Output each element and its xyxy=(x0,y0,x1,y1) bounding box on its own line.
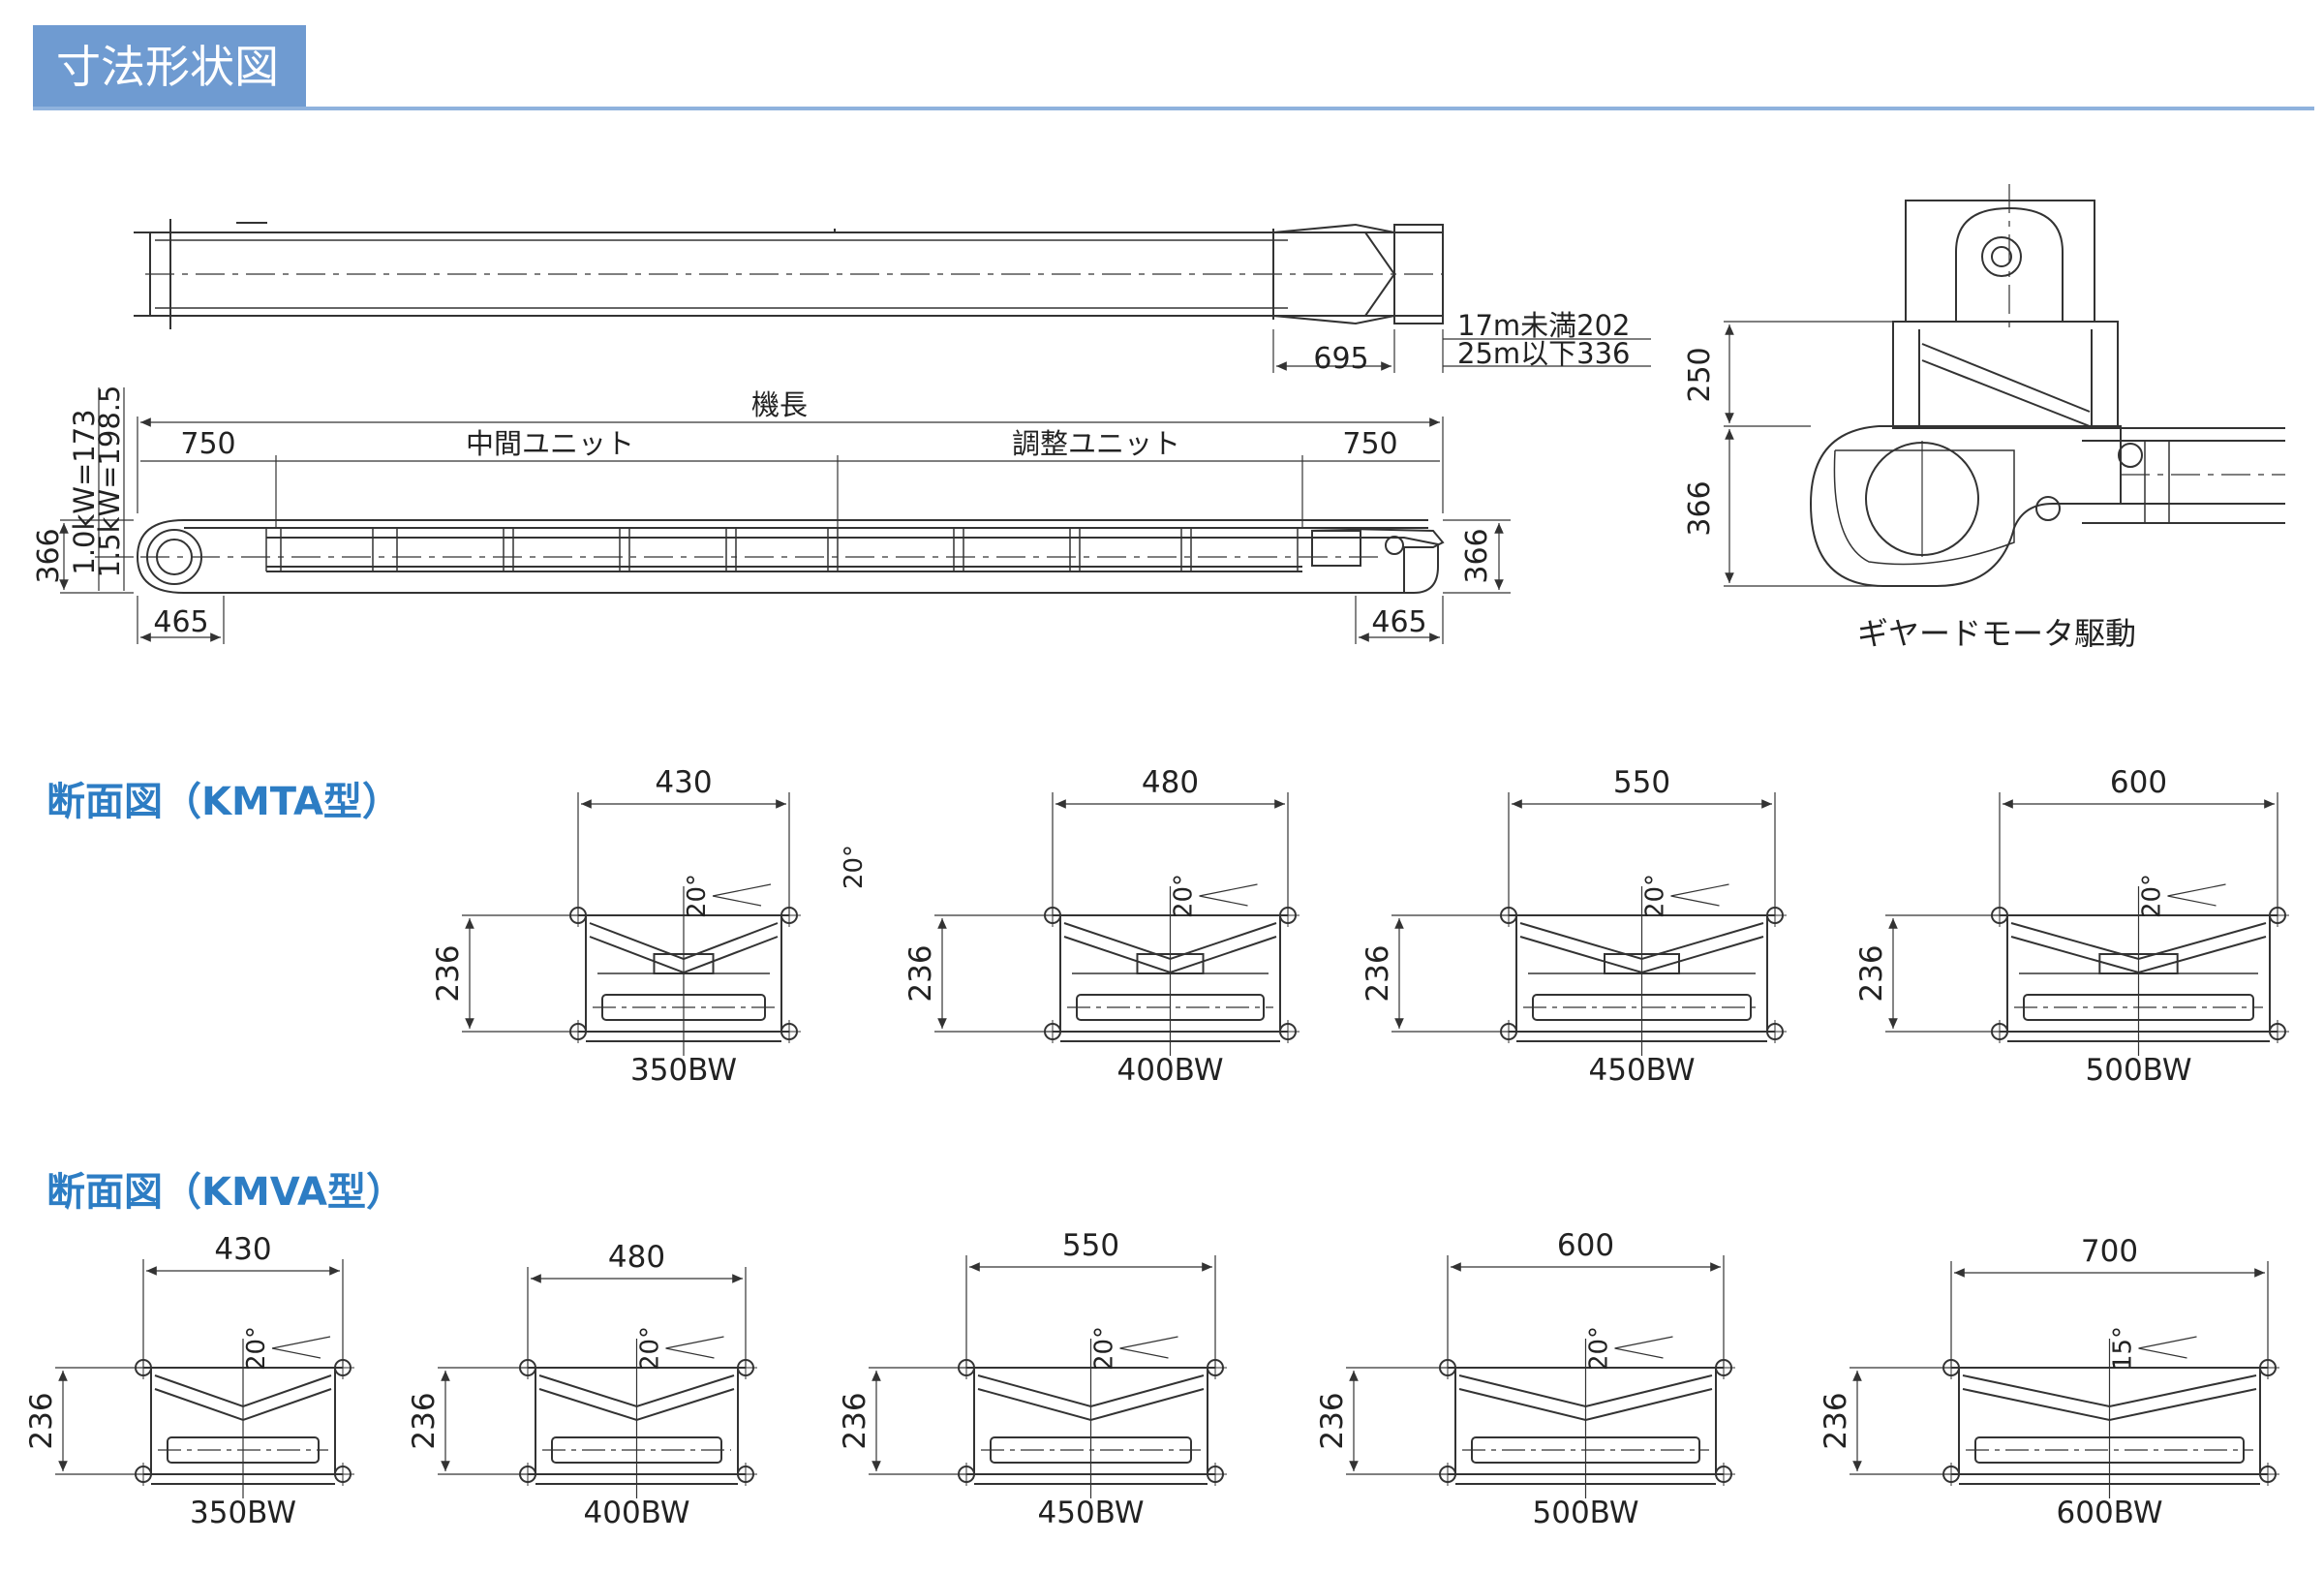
side-dim-750-left: 750 xyxy=(180,427,235,461)
kmta-height-label: 236 xyxy=(903,944,938,1002)
kmva-section-0: 430 236 20° 350BW xyxy=(24,1232,354,1530)
side-dim-465-right: 465 xyxy=(1371,605,1426,639)
side-dim-adjust-unit: 調整ユニット xyxy=(1012,427,1180,460)
kmva-angle-label: 20° xyxy=(1585,1326,1614,1371)
kmva-width-label: 700 xyxy=(2081,1234,2138,1269)
drive-caption: ギヤードモータ駆動 xyxy=(1857,615,2136,652)
kmva-angle-mark xyxy=(2138,1336,2197,1359)
kmva-angle-label: 20° xyxy=(242,1326,271,1371)
kmta-bw-label: 500BW xyxy=(2086,1053,2192,1088)
plan-view xyxy=(134,219,1651,373)
side-dim-465-left: 465 xyxy=(153,605,208,639)
drive-view xyxy=(1724,184,2285,587)
kmva-section-4: 700 236 15° 600BW xyxy=(1819,1234,2279,1530)
kmta-bw-label: 450BW xyxy=(1589,1053,1696,1088)
kmta-width-label: 600 xyxy=(2110,765,2167,800)
kmva-height-label: 236 xyxy=(838,1392,872,1449)
kmta-height-label: 236 xyxy=(1854,944,1889,1002)
kmva-height-label: 236 xyxy=(24,1392,59,1449)
kmta-width-label: 430 xyxy=(655,765,712,800)
kmta-angle-mark xyxy=(2167,883,2226,907)
kmva-bw-label: 500BW xyxy=(1533,1496,1639,1530)
kmta-angle-label: 20° xyxy=(1641,874,1670,918)
kmta-height-label: 236 xyxy=(1361,944,1395,1002)
plan-dim-695: 695 xyxy=(1313,342,1368,376)
kmva-bw-label: 400BW xyxy=(584,1496,690,1530)
side-dim-366-right: 366 xyxy=(1460,528,1494,583)
kmva-section-1: 480 236 20° 400BW xyxy=(407,1240,757,1530)
kmta-angle-note: 20° xyxy=(840,845,869,889)
side-dim-750-right: 750 xyxy=(1342,427,1397,461)
kmta-height-label: 236 xyxy=(431,944,466,1002)
plan-note-25m: 25m以下336 xyxy=(1457,337,1631,370)
kmta-bw-label: 400BW xyxy=(1117,1053,1224,1088)
kmva-height-label: 236 xyxy=(1819,1392,1853,1449)
kmta-width-label: 550 xyxy=(1613,765,1670,800)
side-dim-366-left: 366 xyxy=(32,528,66,583)
kmva-width-label: 600 xyxy=(1557,1228,1614,1263)
kmva-section-3: 600 236 20° 500BW xyxy=(1315,1228,1735,1530)
drive-dim-366: 366 xyxy=(1683,480,1717,536)
kmva-heading: 断面図（KMVA型） xyxy=(46,1170,405,1215)
side-dim-kw1: 1.0kW=173 xyxy=(68,409,101,574)
kmva-angle-mark xyxy=(1614,1336,1673,1359)
kmta-angle-label: 20° xyxy=(683,874,712,918)
kmva-section-2: 550 236 20° 450BW xyxy=(838,1228,1227,1530)
kmva-angle-mark xyxy=(1119,1336,1178,1359)
kmva-angle-mark xyxy=(271,1336,331,1359)
kmta-section-1: 480 236 20° 400BW xyxy=(903,765,1300,1088)
side-dim-kw2: 1.5kW=198.5 xyxy=(93,386,126,578)
kmta-sections: 430 236 20° 350BW 480 236 20° 400BW 550 236 20° 450… xyxy=(431,765,2289,1088)
kmva-bw-label: 450BW xyxy=(1038,1496,1145,1530)
kmva-angle-label: 20° xyxy=(636,1326,665,1371)
kmta-section-3: 600 236 20° 500BW xyxy=(1854,765,2289,1088)
kmva-bw-label: 350BW xyxy=(190,1496,296,1530)
kmta-angle-label: 20° xyxy=(1170,874,1199,918)
side-dim-total: 機長 xyxy=(751,388,808,421)
kmva-height-label: 236 xyxy=(407,1392,442,1449)
kmta-section-2: 550 236 20° 450BW xyxy=(1361,765,1787,1088)
kmta-angle-mark xyxy=(1199,883,1258,907)
kmva-angle-mark xyxy=(665,1336,724,1359)
kmta-angle-label: 20° xyxy=(2138,874,2167,918)
kmta-angle-mark xyxy=(1670,883,1729,907)
kmva-width-label: 550 xyxy=(1062,1228,1119,1263)
kmta-heading: 断面図（KMTA型） xyxy=(46,780,401,824)
kmva-angle-label: 15° xyxy=(2109,1326,2138,1371)
side-view xyxy=(59,387,1511,644)
kmta-width-label: 480 xyxy=(1142,765,1199,800)
plan-note-17m: 17m未満202 xyxy=(1457,309,1631,342)
kmva-width-label: 480 xyxy=(608,1240,665,1275)
drive-dim-250: 250 xyxy=(1683,347,1717,402)
kmta-angle-mark xyxy=(712,883,772,907)
kmva-width-label: 430 xyxy=(214,1232,271,1267)
kmva-bw-label: 600BW xyxy=(2057,1496,2163,1530)
side-dim-middle-unit: 中間ユニット xyxy=(466,427,634,460)
page-title: 寸法形状図 xyxy=(33,25,306,108)
kmva-sections: 430 236 20° 350BW 480 236 20° 400BW 550 236 20° 450… xyxy=(24,1228,2279,1530)
kmva-height-label: 236 xyxy=(1315,1392,1350,1449)
kmva-angle-label: 20° xyxy=(1090,1326,1119,1371)
title-rule xyxy=(33,107,2314,110)
kmta-bw-label: 350BW xyxy=(630,1053,737,1088)
kmta-section-0: 430 236 20° 350BW xyxy=(431,765,801,1088)
